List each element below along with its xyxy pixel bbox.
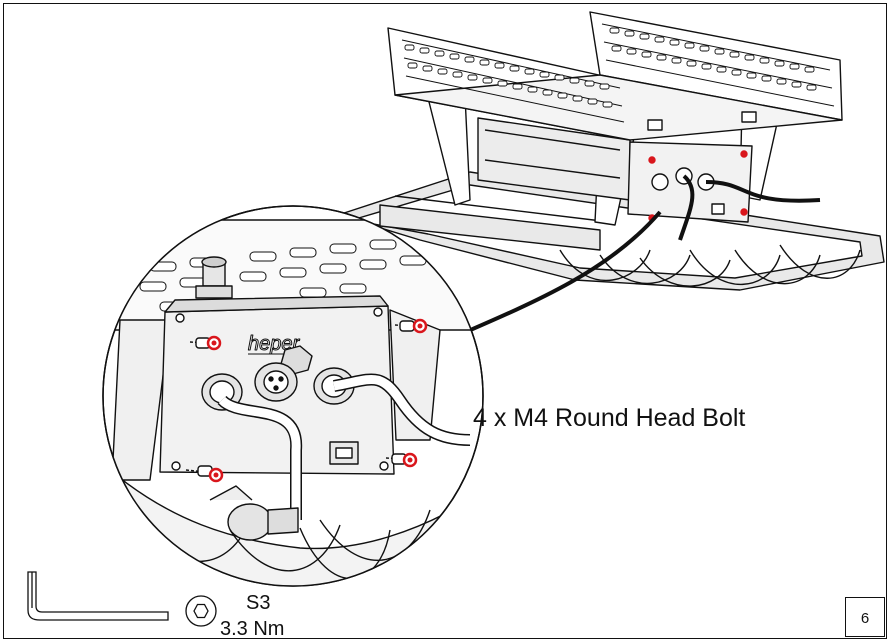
leader-line (451, 210, 662, 340)
page-number-box: 6 (845, 597, 885, 637)
bolt-bottom-left (185, 465, 224, 483)
fixture-overview (337, 11, 885, 291)
magnified-detail: heper (102, 205, 484, 587)
bolt-top-left (189, 335, 222, 351)
top-nut (195, 256, 233, 299)
page-number: 6 (860, 610, 870, 627)
cable-tray (387, 11, 843, 141)
cable-gland-center (254, 362, 298, 402)
bolt-top-right (394, 318, 428, 334)
callout-bolt-label: 4 x M4 Round Head Bolt (473, 404, 746, 432)
connector-panel-small (627, 141, 821, 241)
hex-socket-icon (185, 595, 217, 627)
hex-key-icon (27, 571, 169, 621)
torque-label: 3.3 Nm (220, 618, 285, 640)
heat-sink-base (337, 171, 885, 291)
page-frame (3, 3, 887, 639)
bolt-bottom-right (385, 452, 418, 468)
tool-size-label: S3 (246, 592, 271, 614)
